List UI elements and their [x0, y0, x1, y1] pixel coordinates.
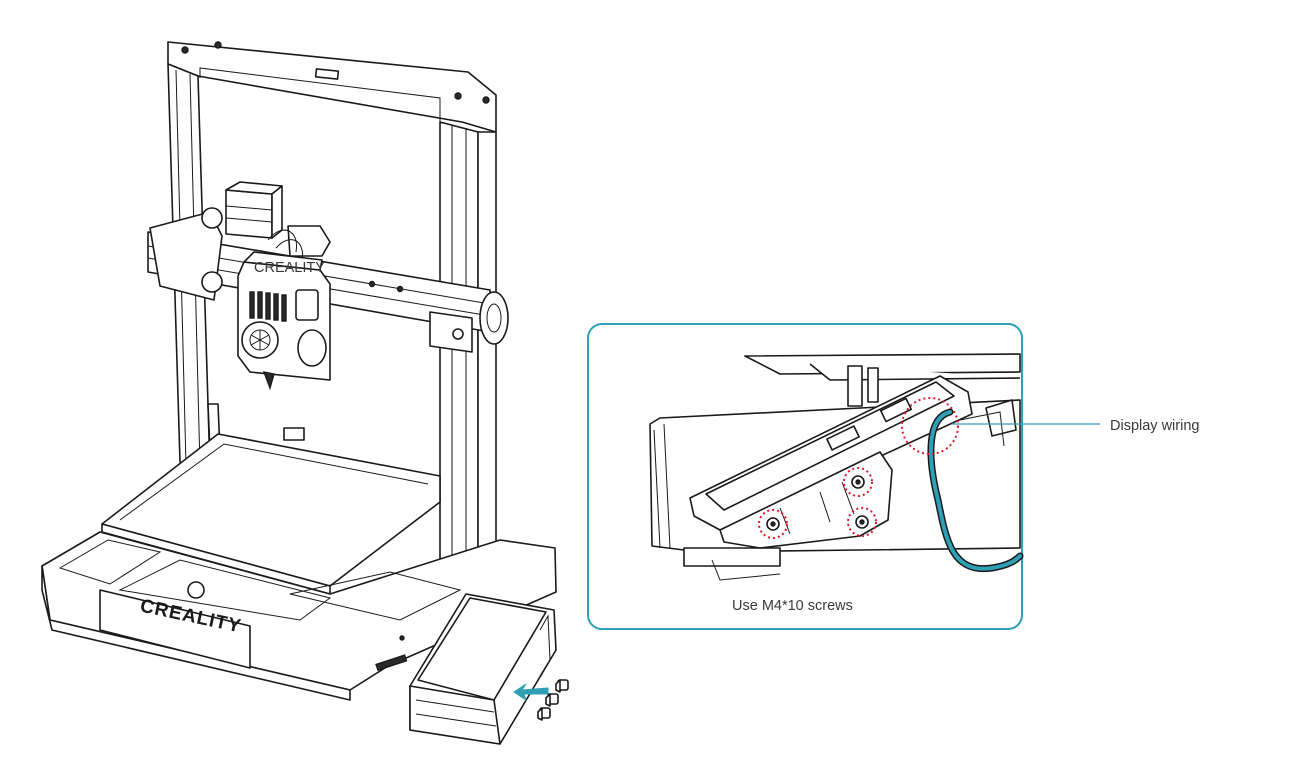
top-frame	[167, 41, 497, 133]
z-stepper-motor	[225, 181, 283, 239]
toolhead-logo: CREALITY	[254, 260, 325, 276]
printer-illustration: CREALITY	[41, 41, 569, 745]
insert-arrow-icon	[513, 683, 549, 702]
toolhead-vent	[249, 291, 287, 322]
screws-icon	[537, 679, 569, 721]
mount-screw-2	[843, 467, 873, 497]
display-wiring-label: Display wiring	[1110, 418, 1199, 434]
connector-highlight	[901, 397, 959, 455]
detail-display-panel	[689, 375, 973, 531]
detail-callout: Use M4*10 screws	[587, 323, 1024, 630]
print-bed	[101, 427, 441, 595]
screw-caption: Use M4*10 screws	[732, 598, 853, 614]
mount-screw-3	[847, 507, 877, 537]
mount-screw-1	[758, 509, 788, 539]
front-logo-plate	[99, 589, 251, 669]
display-unit	[409, 593, 557, 745]
filament-sensor	[267, 225, 331, 263]
x-tension-knob	[429, 291, 509, 353]
toolhead: CREALITY	[237, 251, 331, 391]
part-cooling-fan-icon	[297, 329, 327, 367]
printer-base: CREALITY	[41, 531, 557, 701]
left-carriage	[149, 207, 223, 301]
display-cable	[929, 410, 1022, 571]
right-upright	[439, 121, 497, 581]
